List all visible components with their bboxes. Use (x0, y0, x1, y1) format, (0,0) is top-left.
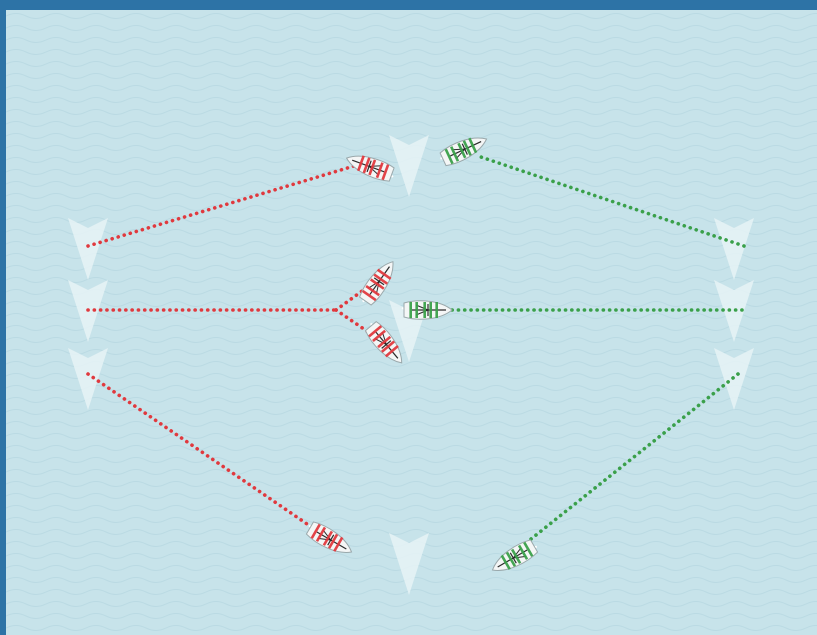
sailing-diagram (6, 10, 817, 635)
sailboat-icon (363, 319, 410, 370)
hull-stripe-red (333, 536, 344, 552)
hull-stripe-green (423, 302, 426, 318)
hull-stripe-green (462, 140, 472, 156)
hull-stripe-red (327, 533, 339, 549)
hull-stripe-red (369, 278, 385, 290)
sailboat-icon (304, 519, 357, 561)
track-line-green (476, 154, 746, 248)
wind-arrow-icon (389, 135, 429, 197)
hull-stripe-green (450, 146, 460, 162)
water-area (6, 10, 817, 635)
wind-arrow-icon (68, 348, 108, 410)
hull-stripe-green (517, 544, 529, 560)
hull-stripe-green (409, 302, 412, 318)
track-line-red (86, 158, 376, 248)
sailboat-icon (342, 148, 396, 184)
hull-stripe-green (444, 148, 454, 165)
wind-arrow-icon (68, 218, 108, 280)
hull-stripe-green (523, 541, 534, 557)
hull-stripe-red (375, 162, 384, 179)
wind-arrow-icon (714, 218, 754, 280)
boats (304, 130, 540, 579)
hull-stripe-red (315, 526, 327, 542)
sailboat-icon (487, 537, 540, 579)
hull-stripe-green (500, 554, 511, 570)
sailboat-icon (357, 255, 402, 307)
hull-stripe-green (468, 137, 478, 154)
hull-stripe-red (381, 164, 390, 181)
hull-stripe-red (368, 159, 377, 176)
wind-arrow-icon (389, 533, 429, 595)
hull-stripe-green (429, 302, 432, 318)
hull-stripe-red (376, 268, 392, 280)
hull-stripe-red (368, 325, 383, 338)
hull-stripe-red (384, 345, 399, 358)
hull-stripe-red (362, 157, 371, 174)
hull-stripe-red (361, 289, 377, 302)
sailboat-icon (438, 130, 492, 169)
hull-stripe-green (511, 548, 522, 564)
hull-stripe-red (377, 335, 392, 349)
hull-stripe-red (310, 523, 321, 539)
wind-arrow-icon (714, 280, 754, 342)
hull-stripe-green (457, 142, 467, 159)
hull-stripe-red (322, 530, 333, 546)
hull-stripe-green (415, 302, 418, 318)
hull-stripe-green (435, 302, 438, 318)
hull-stripe-red (372, 329, 386, 343)
hull-stripe-green (505, 551, 517, 567)
sailboat-icon (401, 300, 453, 320)
hull-stripe-red (365, 284, 380, 297)
track-line-red (86, 372, 328, 539)
hull-stripe-red (381, 340, 395, 353)
hull-stripe-red (356, 155, 365, 172)
hull-stripe-red (373, 273, 388, 285)
